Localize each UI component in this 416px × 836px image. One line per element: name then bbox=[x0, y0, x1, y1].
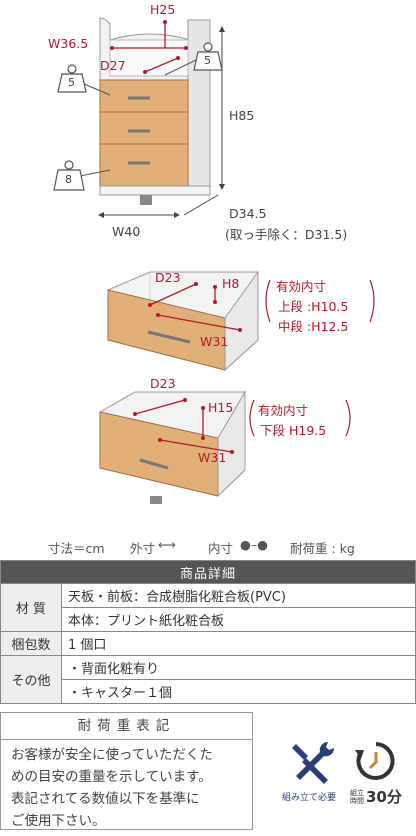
assembly-tools-icon bbox=[292, 741, 335, 784]
drawer-upper-height: H8 bbox=[222, 276, 240, 291]
load-note-body: お客様が安全に使っていただくた めの目安の重量を示しています。 表記されてる数値… bbox=[1, 740, 252, 836]
drawer-lower-drawing bbox=[99, 390, 351, 504]
spec-key-package: 梱包数 bbox=[0, 631, 62, 656]
drawer-upper-width: W31 bbox=[200, 334, 229, 349]
drawer-upper-upper: 上段 :H10.5 bbox=[278, 299, 349, 314]
assembly-time-value: 30分 bbox=[366, 788, 402, 806]
spec-key-material: 材 質 bbox=[0, 583, 62, 632]
drawer-upper-drawing bbox=[107, 270, 375, 372]
legend-load: 耐荷重 : kg bbox=[290, 541, 355, 556]
spec-material-2: 本体：プリント紙化粧合板 bbox=[61, 607, 416, 632]
dim-width: W40 bbox=[112, 224, 141, 239]
note-line-1: お客様が安全に使っていただくた bbox=[11, 747, 213, 763]
legend-unit: 寸法＝cm bbox=[48, 541, 105, 556]
load-top-value: 5 bbox=[204, 54, 211, 67]
legend-inner: 内寸 bbox=[208, 541, 234, 556]
spec-other-2: ・キャスター１個 bbox=[61, 679, 416, 704]
dim-top-height: H25 bbox=[150, 2, 176, 17]
legend-outer: 外寸 bbox=[130, 541, 156, 556]
note-line-4: ご使用下さい。 bbox=[11, 813, 106, 829]
outer-arrow-icon: ⟷ bbox=[158, 537, 176, 552]
drawer-lower-width: W31 bbox=[198, 450, 227, 465]
drawer-lower-depth: D23 bbox=[150, 376, 176, 391]
load-note-title: 耐荷重表記 bbox=[1, 713, 252, 740]
assembly-label: 組み立て必要 bbox=[282, 793, 337, 803]
spec-key-other: その他 bbox=[0, 655, 62, 704]
drawer-lower-label: 有効内寸 bbox=[258, 403, 309, 418]
drawer-lower-lower: 下段 H19.5 bbox=[260, 423, 327, 438]
drawer-lower-height: H15 bbox=[208, 400, 234, 415]
load-shelf-value: 5 bbox=[68, 76, 75, 89]
clock-icon bbox=[355, 742, 395, 780]
spec-other-1: ・背面化粧有り bbox=[61, 655, 416, 680]
cabinet-drawing bbox=[53, 17, 225, 218]
load-note-box: 耐荷重表記 お客様が安全に使っていただくた めの目安の重量を示しています。 表記… bbox=[0, 712, 253, 830]
drawer-upper-middle: 中段 :H12.5 bbox=[278, 319, 349, 334]
assembly-time-prefix: 組立時間 bbox=[350, 789, 364, 805]
weight-icon bbox=[57, 64, 87, 93]
spec-table: 商品詳細 材 質 天板・前板：合成樹脂化粧合板(PVC) 本体：プリント紙化粧合… bbox=[0, 560, 416, 704]
spec-title: 商品詳細 bbox=[0, 560, 416, 584]
drawer-upper-label: 有効内寸 bbox=[276, 279, 327, 294]
dim-depth-note: (取っ手除く：D31.5) bbox=[225, 227, 348, 242]
dim-top-depth: D27 bbox=[100, 58, 126, 73]
note-line-3: 表記されてる数値以下を基準に bbox=[11, 791, 200, 807]
drawer-upper-depth: D23 bbox=[155, 270, 181, 285]
spec-package-value: 1 個口 bbox=[61, 631, 416, 656]
spec-material-1: 天板・前板：合成樹脂化粧合板(PVC) bbox=[61, 583, 416, 608]
dim-depth: D34.5 bbox=[229, 206, 267, 221]
weight-icon bbox=[53, 160, 85, 191]
dim-height: H85 bbox=[229, 108, 255, 123]
weight-icon bbox=[193, 42, 223, 71]
note-line-2: めの目安の重量を示しています。 bbox=[11, 769, 212, 785]
load-bottom-value: 8 bbox=[65, 173, 72, 186]
dim-top-width: W36.5 bbox=[48, 36, 89, 51]
inner-dot-line-icon: ●–● bbox=[240, 537, 269, 552]
